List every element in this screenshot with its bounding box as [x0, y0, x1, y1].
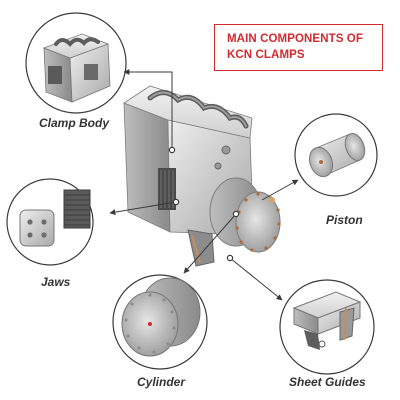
connector-cylinder — [183, 213, 237, 274]
sheet-guides-thumbnail — [279, 279, 375, 375]
jaws-thumbnail — [6, 178, 94, 266]
title-box: MAIN COMPONENTS OF KCN CLAMPS — [214, 24, 383, 71]
central-clamp-assembly — [123, 85, 281, 267]
connector-dots — [168, 146, 240, 262]
connector-lines — [109, 69, 299, 301]
label-piston: Piston — [326, 213, 363, 227]
connector-clamp-body — [123, 69, 173, 150]
piston-thumbnail — [294, 113, 378, 197]
connector-sheet-guides — [229, 257, 283, 301]
label-clamp-body: Clamp Body — [39, 116, 110, 130]
label-jaws: Jaws — [41, 275, 71, 289]
clamp-body-thumbnail — [25, 12, 127, 114]
connector-jaws — [109, 201, 177, 216]
title-line-1: MAIN COMPONENTS OF — [227, 33, 363, 45]
title-line-2: KCN CLAMPS — [227, 49, 305, 61]
connector-piston — [261, 179, 299, 201]
label-cylinder: Cylinder — [137, 375, 186, 389]
cylinder-thumbnail — [112, 274, 208, 370]
label-sheet-guides: Sheet Guides — [289, 375, 366, 389]
